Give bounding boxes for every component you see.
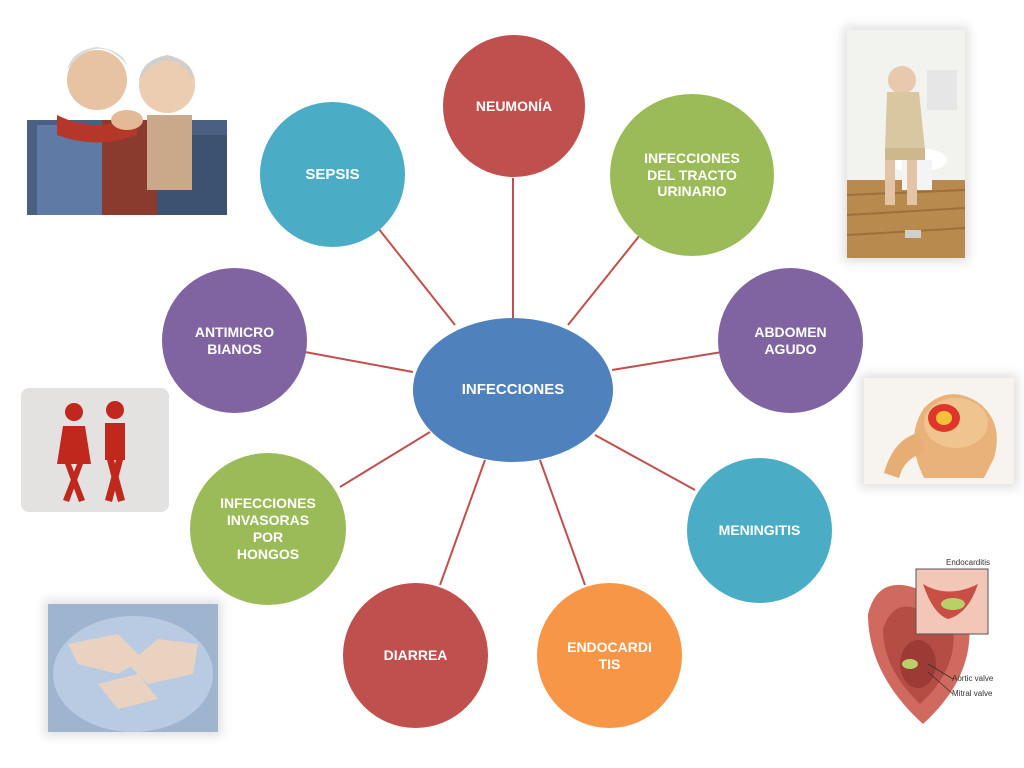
- node-sepsis: SEPSIS: [260, 102, 405, 247]
- node-label: INFECCIONES INVASORAS POR HONGOS: [220, 495, 316, 562]
- node-label: MENINGITIS: [718, 522, 801, 539]
- node-abdomen-agudo: ABDOMEN AGUDO: [718, 268, 863, 413]
- node-endocarditis: ENDOCARDI TIS: [537, 583, 682, 728]
- photo-heart-endocarditis: Endocarditis Aortic valve Mitral valve: [848, 554, 998, 734]
- heart-label-mitral: Mitral valve: [952, 689, 993, 698]
- connector-abdomen: [611, 351, 723, 371]
- connector-itu: [567, 234, 641, 326]
- node-diarrea: DIARREA: [343, 583, 488, 728]
- node-infecciones-tracto-urinario: INFECCIONES DEL TRACTO URINARIO: [610, 94, 774, 256]
- center-node-label: INFECCIONES: [461, 381, 565, 398]
- connector-diarrea: [439, 459, 486, 586]
- connector-antimicro: [304, 351, 414, 373]
- connector-hongos: [339, 431, 431, 488]
- heart-label-endocarditis: Endocarditis: [946, 558, 990, 567]
- photo-headache: [864, 378, 1014, 484]
- node-label: NEUMONÍA: [475, 97, 553, 114]
- connector-meningitis: [594, 434, 696, 491]
- node-infecciones-invasoras-hongos: INFECCIONES INVASORAS POR HONGOS: [190, 453, 346, 605]
- heart-label-aortic: Aortic valve: [952, 674, 994, 683]
- node-label: ENDOCARDI TIS: [567, 638, 652, 672]
- node-label: ABDOMEN AGUDO: [754, 323, 827, 357]
- node-neumonia: NEUMONÍA: [443, 35, 585, 177]
- node-label: INFECCIONES DEL TRACTO URINARIO: [644, 149, 740, 200]
- node-label: DIARREA: [383, 647, 448, 664]
- photo-abdomen-hands: [48, 604, 218, 732]
- connector-sepsis: [377, 227, 456, 326]
- photo-elderly-toilet: [847, 30, 965, 258]
- center-node-infecciones: INFECCIONES: [413, 318, 613, 462]
- node-label: SEPSIS: [305, 165, 360, 183]
- connector-endocarditis: [539, 459, 586, 586]
- node-antimicrobianos: ANTIMICRO BIANOS: [162, 268, 307, 413]
- photo-pictogram: [21, 388, 169, 512]
- node-meningitis: MENINGITIS: [687, 458, 832, 603]
- photo-elderly-couple: [27, 25, 227, 215]
- node-label: ANTIMICRO BIANOS: [194, 323, 275, 357]
